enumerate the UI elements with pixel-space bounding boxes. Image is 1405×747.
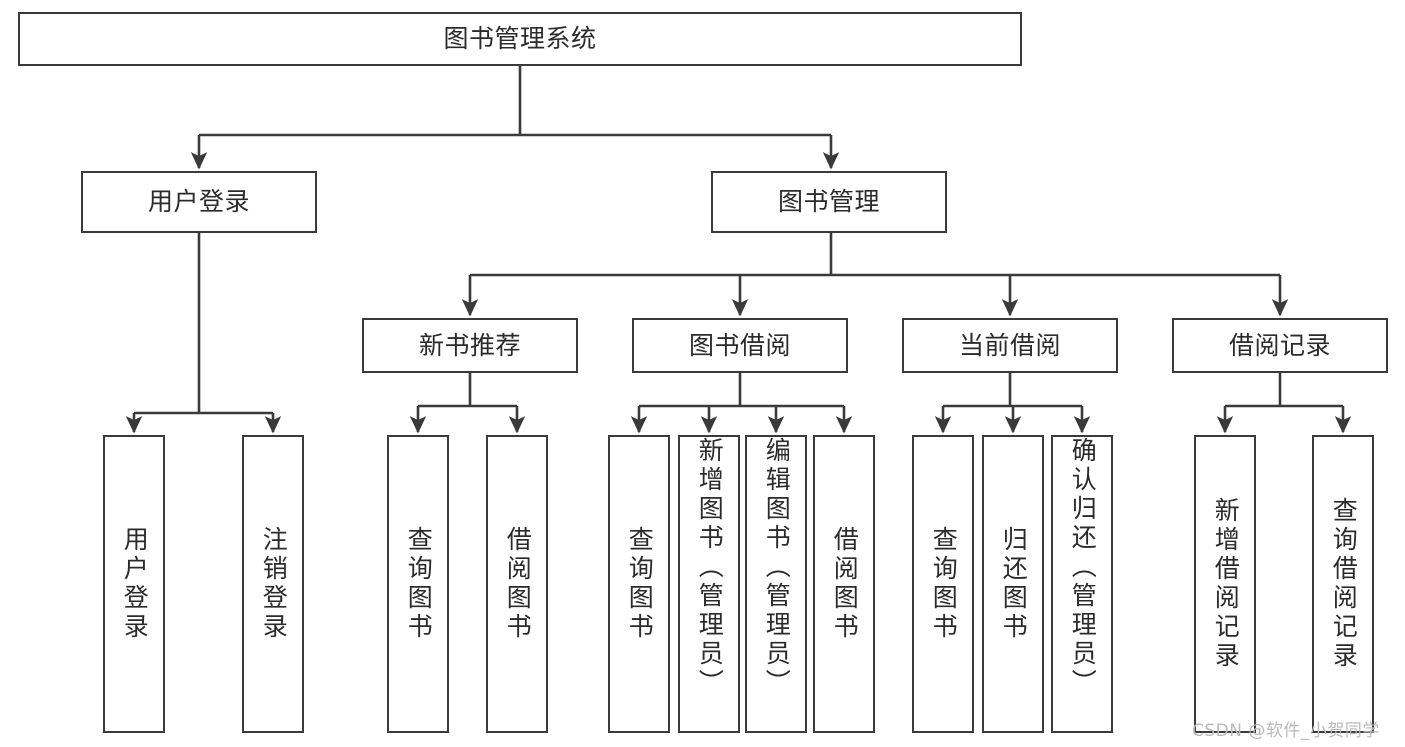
leaf-query-book-recommend[interactable]: 查询图书 xyxy=(387,435,449,733)
leaf-query-book-current[interactable]: 查询图书 xyxy=(912,435,974,733)
leaf-return-book-label: 归还图书 xyxy=(999,526,1029,642)
leaf-confirm-return-admin-label: 确认归还（管理员） xyxy=(1068,437,1098,698)
node-user-login[interactable]: 用户登录 xyxy=(81,171,317,233)
node-book-management-label: 图书管理 xyxy=(777,187,880,217)
leaf-borrow-book-label: 借阅图书 xyxy=(830,526,860,642)
node-current-borrow[interactable]: 当前借阅 xyxy=(902,318,1118,373)
node-new-book-recommend[interactable]: 新书推荐 xyxy=(362,318,578,373)
node-borrow-record-label: 借阅记录 xyxy=(1228,330,1331,360)
node-current-borrow-label: 当前借阅 xyxy=(958,330,1061,360)
leaf-query-book-borrow-label: 查询图书 xyxy=(625,526,655,642)
leaf-add-borrow-record-label: 新增借阅记录 xyxy=(1211,497,1241,671)
node-user-login-label: 用户登录 xyxy=(147,187,250,217)
node-root-label: 图书管理系统 xyxy=(443,24,597,54)
leaf-query-book-current-label: 查询图书 xyxy=(929,526,959,642)
node-book-management[interactable]: 图书管理 xyxy=(711,171,947,233)
leaf-return-book[interactable]: 归还图书 xyxy=(982,435,1044,733)
leaf-user-login-label: 用户登录 xyxy=(120,526,150,642)
leaf-add-book-admin-label: 新增图书（管理员） xyxy=(695,437,725,698)
leaf-edit-book-admin[interactable]: 编辑图书（管理员） xyxy=(745,435,807,733)
leaf-query-borrow-record[interactable]: 查询借阅记录 xyxy=(1312,435,1374,733)
leaf-user-login[interactable]: 用户登录 xyxy=(103,435,165,733)
leaf-logout[interactable]: 注销登录 xyxy=(242,435,304,733)
leaf-query-book-recommend-label: 查询图书 xyxy=(404,526,434,642)
leaf-query-book-borrow[interactable]: 查询图书 xyxy=(608,435,670,733)
node-book-borrow[interactable]: 图书借阅 xyxy=(632,318,848,373)
leaf-add-borrow-record[interactable]: 新增借阅记录 xyxy=(1194,435,1256,733)
leaf-logout-label: 注销登录 xyxy=(259,526,289,642)
csdn-watermark: CSDN @软件_小贺同学 xyxy=(1192,721,1380,741)
leaf-borrow-book-recommend-label: 借阅图书 xyxy=(503,526,533,642)
leaf-edit-book-admin-label: 编辑图书（管理员） xyxy=(762,437,792,698)
leaf-borrow-book[interactable]: 借阅图书 xyxy=(813,435,875,733)
node-borrow-record[interactable]: 借阅记录 xyxy=(1172,318,1388,373)
leaf-add-book-admin[interactable]: 新增图书（管理员） xyxy=(678,435,740,733)
node-book-borrow-label: 图书借阅 xyxy=(688,330,791,360)
leaf-query-borrow-record-label: 查询借阅记录 xyxy=(1329,497,1359,671)
node-root[interactable]: 图书管理系统 xyxy=(18,12,1022,66)
node-new-book-recommend-label: 新书推荐 xyxy=(418,330,521,360)
leaf-borrow-book-recommend[interactable]: 借阅图书 xyxy=(486,435,548,733)
leaf-confirm-return-admin[interactable]: 确认归还（管理员） xyxy=(1051,435,1113,733)
